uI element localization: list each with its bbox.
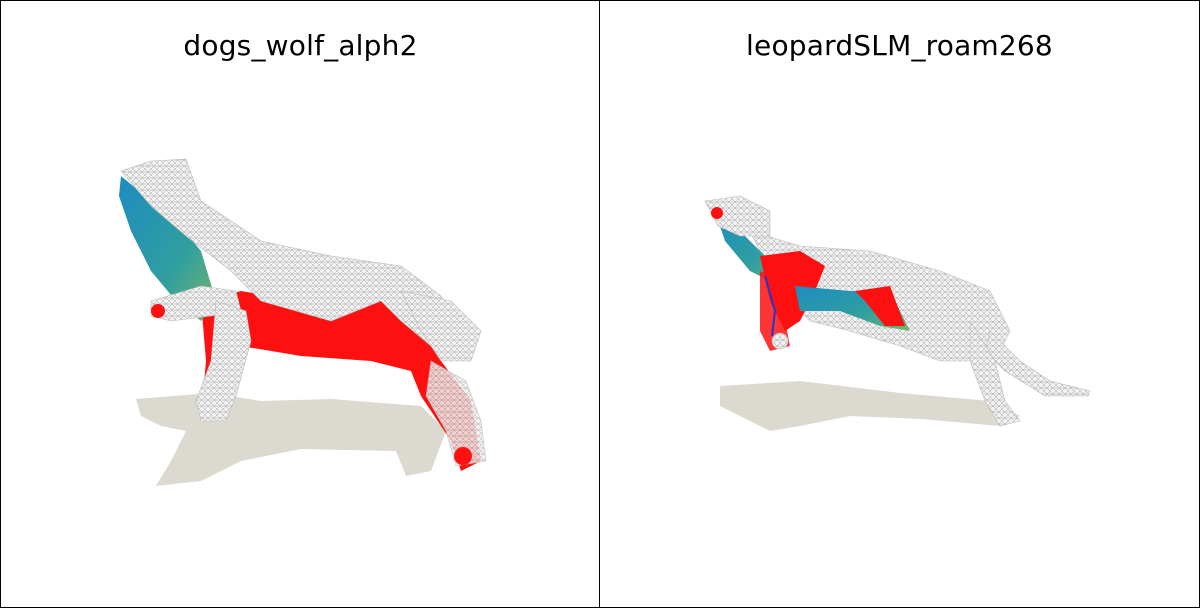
wolf-hind-leg	[425, 360, 487, 467]
wolf-standing-leg	[195, 300, 252, 422]
leopard-shadow	[720, 381, 1020, 431]
panel-title-left: dogs_wolf_alph2	[183, 29, 418, 62]
panel-right: leopardSLM_roam268	[599, 0, 1200, 608]
wolf-body-red	[201, 291, 481, 471]
wolf-paw-front	[151, 304, 165, 318]
leopard-paw	[771, 332, 789, 350]
panel-title-right: leopardSLM_roam268	[746, 29, 1053, 62]
wolf-neck-teal	[119, 176, 216, 321]
leopard-render	[704, 195, 1091, 431]
wolf-shadow	[136, 393, 446, 486]
wolf-paw-hind	[454, 447, 472, 465]
leopard-belly-red	[855, 286, 905, 326]
leopard-nose-red	[711, 207, 723, 219]
panel-left: dogs_wolf_alph2	[0, 0, 601, 608]
wolf-rear-mesh	[400, 290, 482, 362]
wolf-render	[119, 158, 487, 486]
leopard-hind-leg	[969, 319, 1021, 427]
leopard-head-mesh	[704, 195, 771, 237]
